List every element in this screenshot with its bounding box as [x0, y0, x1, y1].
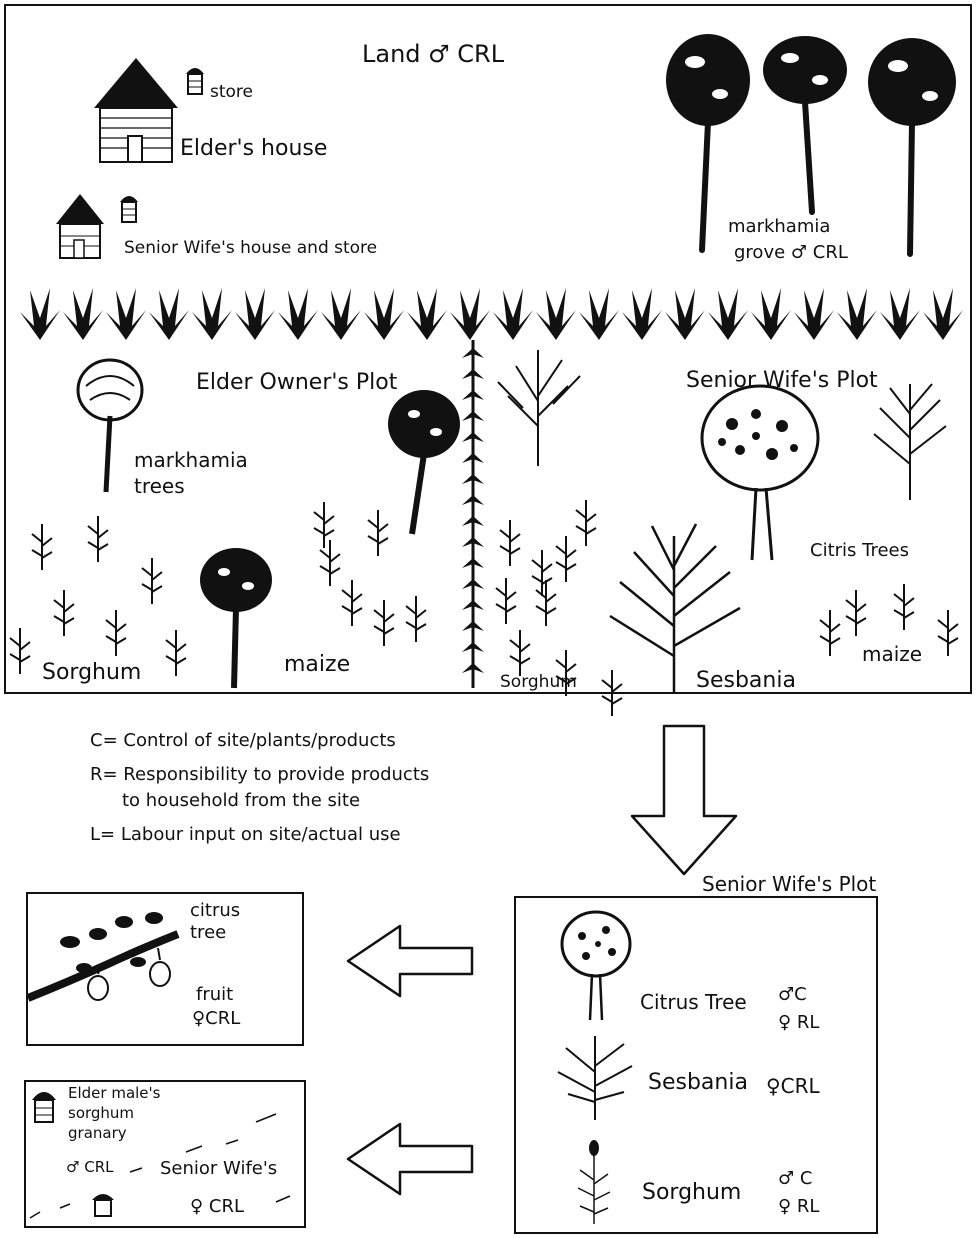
crop-plant-icon	[88, 516, 108, 562]
hedge-plant-icon	[794, 288, 834, 340]
elders-house-icon	[92, 56, 182, 166]
elders-house-label: Elder's house	[180, 136, 327, 161]
citrus-tree-icon	[556, 908, 636, 1024]
crop-plant-icon	[556, 536, 576, 582]
left-arrow-icon	[344, 1122, 476, 1196]
sorghum-mid-label: Sorghum	[500, 672, 577, 692]
crop-plant-icon	[142, 558, 162, 604]
legend-responsibility-line2: to household from the site	[122, 790, 360, 811]
sesbania-rights: ♀CRL	[766, 1074, 820, 1098]
land-label: Land ♂ CRL	[362, 40, 504, 68]
hedge-plant-icon	[536, 288, 576, 340]
maize-left-label: maize	[284, 652, 350, 677]
hedge-plant-icon	[278, 288, 318, 340]
crop-plant-icon	[536, 580, 556, 626]
crop-plants-icon	[0, 480, 976, 694]
hedge-plant-icon	[407, 288, 447, 340]
citrus-panel-line2: tree	[190, 922, 226, 943]
legend-responsibility-line1: R= Responsibility to provide products	[90, 764, 429, 785]
left-arrow-icon	[344, 924, 476, 998]
crop-plant-icon	[846, 590, 866, 636]
crop-plant-icon	[532, 550, 552, 596]
hedge-plant-icon	[622, 288, 662, 340]
crop-plant-icon	[54, 590, 74, 636]
store-icon	[184, 64, 206, 98]
legend-labour: L= Labour input on site/actual use	[90, 824, 401, 845]
crop-plant-icon	[938, 610, 958, 656]
hedge-plant-icon	[364, 288, 404, 340]
crop-plant-icon	[820, 610, 840, 656]
grove-label-line2: grove ♂ CRL	[734, 242, 848, 263]
citrus-male-rights: ♂C	[778, 984, 807, 1005]
legend-control: C= Control of site/plants/products	[90, 730, 396, 751]
crop-plant-icon	[342, 580, 362, 626]
hedge-plant-icon	[321, 288, 361, 340]
senior-wife-store-icon	[118, 192, 140, 226]
crop-plant-icon	[166, 630, 186, 676]
citrus-female-rights: ♀ RL	[778, 1012, 819, 1033]
tree-icon	[488, 346, 588, 470]
hedge-plant-icon	[751, 288, 791, 340]
citrus-panel-line1: citrus	[190, 900, 240, 921]
hedge-plant-icon	[63, 288, 103, 340]
senior-wife-house-label: Senior Wife's house and store	[124, 238, 377, 258]
hedge-plant-icon	[708, 288, 748, 340]
hedge-plant-icon	[837, 288, 877, 340]
hedge-plant-icon	[665, 288, 705, 340]
crop-plant-icon	[106, 610, 126, 656]
crop-plant-icon	[32, 524, 52, 570]
down-arrow-icon	[628, 724, 740, 878]
citrus-branch-icon	[28, 912, 188, 1018]
sorghum-female-rights: ♀ RL	[778, 1196, 819, 1217]
citrus-trees-label: Citris Trees	[810, 540, 909, 561]
hedge-plant-icon	[579, 288, 619, 340]
hedge-row-icon	[20, 282, 970, 344]
sesbania-label: Sesbania	[696, 668, 796, 693]
sorghum-male-rights: ♂ C	[778, 1168, 812, 1189]
citrus-panel-rights: ♀CRL	[192, 1008, 240, 1029]
sorghum-icon	[574, 1140, 614, 1226]
hedge-plant-icon	[880, 288, 920, 340]
hedge-plant-icon	[106, 288, 146, 340]
field-dashes-icon	[26, 1092, 304, 1224]
senior-wife-panel-title: Senior Wife's Plot	[702, 872, 876, 896]
maize-right-label: maize	[862, 642, 922, 666]
hedge-plant-icon	[923, 288, 963, 340]
hedge-plant-icon	[493, 288, 533, 340]
store-label: store	[210, 82, 253, 102]
citrus-tree-label: Citrus Tree	[640, 990, 747, 1014]
crop-plant-icon	[496, 578, 516, 624]
citrus-panel-fruit: fruit	[196, 984, 233, 1005]
crop-plant-icon	[368, 510, 388, 556]
sesbania-icon	[552, 1032, 638, 1122]
hedge-plant-icon	[20, 288, 60, 340]
elder-plot-label: Elder Owner's Plot	[196, 370, 397, 395]
senior-wife-house-icon	[54, 192, 106, 262]
sorghum-panel-label: Sorghum	[642, 1180, 741, 1205]
crop-plant-icon	[500, 520, 520, 566]
sesbania-panel-label: Sesbania	[648, 1070, 748, 1095]
crop-plant-icon	[374, 600, 394, 646]
sorghum-left-label: Sorghum	[42, 660, 141, 685]
crop-plant-icon	[406, 596, 426, 642]
markhamia-trees-line1: markhamia	[134, 448, 248, 472]
hedge-plant-icon	[192, 288, 232, 340]
hedge-plant-icon	[450, 288, 490, 340]
hedge-plant-icon	[149, 288, 189, 340]
crop-plant-icon	[10, 628, 30, 674]
crop-plant-icon	[510, 630, 530, 676]
crop-plant-icon	[894, 584, 914, 630]
tree-icon	[860, 374, 960, 504]
hedge-plant-icon	[235, 288, 275, 340]
grove-label-line1: markhamia	[728, 216, 830, 237]
